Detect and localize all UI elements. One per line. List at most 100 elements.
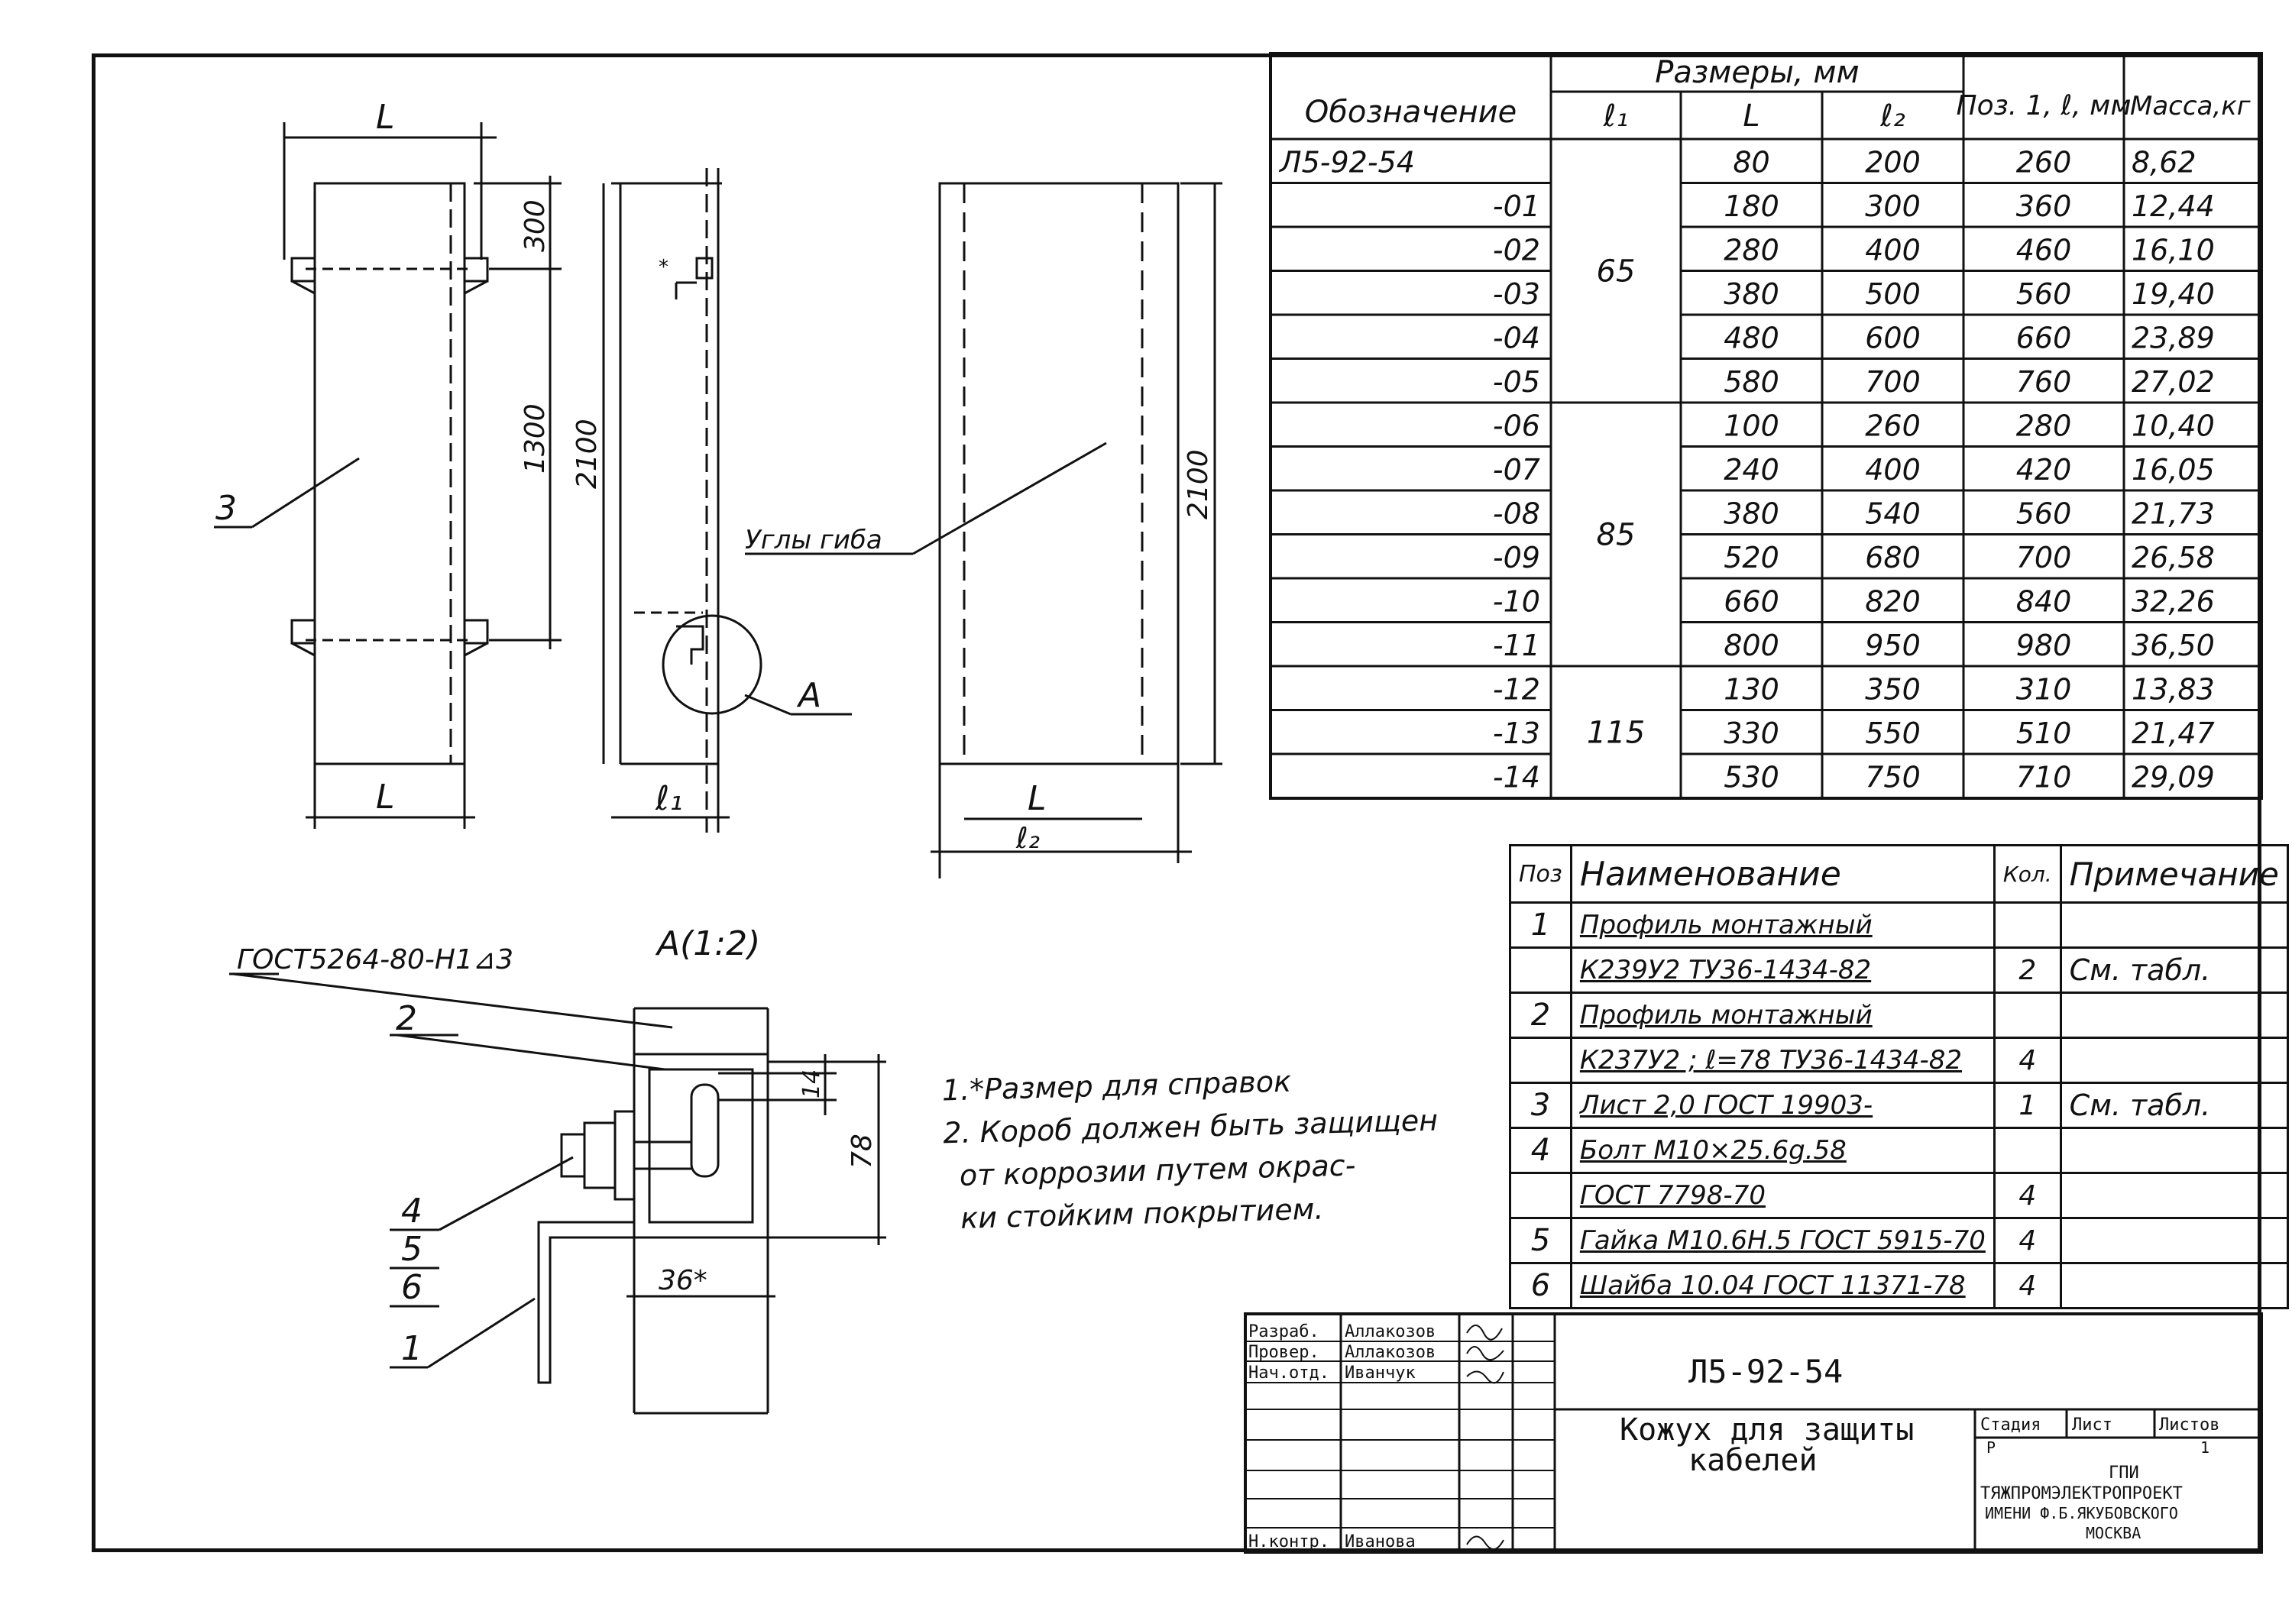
table-cell-l: 580 [1724, 365, 1779, 399]
tb-org-3: ИМЕНИ Ф.Б.ЯКУБОВСКОГО [1985, 1504, 2178, 1522]
parts-cell-qty: 4 [1993, 1172, 2062, 1219]
table-cell-l: 80 [1733, 146, 1769, 180]
table-cell-pos1: 360 [2016, 189, 2072, 223]
tb-name-3: Иванчук [1345, 1364, 1416, 1383]
parts-cell-pos [1509, 1172, 1572, 1219]
table-cell-designation: -04 [1493, 322, 1540, 355]
parts-cell-name: Профиль монтажный [1569, 992, 1996, 1039]
table-cell-pos1: 510 [2016, 717, 2072, 750]
table-cell-mass: 19,40 [2132, 277, 2215, 311]
table-cell-mass: 12,44 [2132, 189, 2215, 223]
parts-cell-pos: 5 [1509, 1217, 1572, 1264]
table-cell-designation: -05 [1493, 365, 1540, 399]
label-bends: Углы гиба [745, 525, 882, 555]
table-cell-l2: 300 [1865, 189, 1921, 223]
table-cell-designation: -01 [1493, 189, 1540, 223]
header-pos1: Поз. 1, ℓ, мм [1957, 90, 2132, 121]
parts-cell-pos [1509, 1037, 1572, 1084]
table-cell-pos1: 710 [2016, 761, 2072, 794]
callout-4: 4 [401, 1192, 422, 1231]
table-cell-designation: -14 [1493, 761, 1540, 794]
dim-1300: 1300 [520, 403, 551, 474]
header-dimensions: Размеры, мм [1655, 55, 1859, 90]
table-cell-pos1: 980 [2016, 629, 2072, 662]
tb-org-2: ТЯЖПРОМЭЛЕКТРОПРОЕКТ [1980, 1484, 2183, 1503]
parts-cell-name: Шайба 10.04 ГОСТ 11371-78 [1569, 1262, 1996, 1309]
table-cell-designation: -08 [1493, 497, 1540, 531]
parts-header-note: Примечание [2059, 844, 2289, 904]
tb-org-4: МОСКВА [2086, 1524, 2141, 1542]
callout-1: 1 [401, 1329, 422, 1368]
table-cell-l2: 700 [1865, 365, 1921, 399]
parts-header-name: Наименование [1569, 844, 1996, 904]
table-cell-pos1: 660 [2016, 322, 2072, 355]
table-cell-l: 280 [1724, 234, 1779, 267]
parts-cell-name: К237У2 ; ℓ=78 ТУ36-1434-82 [1569, 1037, 1996, 1084]
parts-cell-note [2059, 1217, 2289, 1264]
table-cell-l2: 680 [1865, 541, 1921, 574]
table-cell-l2: 500 [1865, 277, 1921, 311]
weld-symbol: ГОСТ5264-80-Н1⊿3 [237, 944, 513, 975]
table-cell-pos1: 260 [2016, 146, 2072, 180]
parts-cell-pos: 3 [1509, 1082, 1572, 1129]
table-cell-pos1: 420 [2016, 453, 2072, 487]
table-cell-mass: 8,62 [2132, 146, 2196, 180]
table-cell-pos1: 840 [2016, 585, 2072, 619]
parts-header-pos: Поз [1509, 844, 1572, 904]
parts-cell-pos: 6 [1509, 1262, 1572, 1309]
parts-cell-note [2059, 1037, 2289, 1084]
table-cell-l: 380 [1724, 497, 1779, 531]
tb-role-4: Н.контр. [1248, 1532, 1329, 1551]
table-cell-mass: 26,58 [2132, 541, 2215, 574]
table-cell-pos1: 760 [2016, 365, 2072, 399]
parts-cell-note [2059, 1262, 2289, 1309]
parts-cell-name: Болт М10×25.6g.58 [1569, 1127, 1996, 1174]
table-cell-l: 130 [1724, 673, 1779, 707]
table-cell-l: 660 [1724, 585, 1779, 619]
table-cell-designation: -03 [1493, 277, 1540, 311]
parts-cell-qty: 4 [1993, 1037, 2062, 1084]
table-cell-l: 380 [1724, 277, 1779, 311]
parts-cell-note [2059, 1172, 2289, 1219]
table-cell-mass: 27,02 [2132, 365, 2215, 399]
parts-cell-qty: 1 [1993, 1082, 2062, 1129]
parts-cell-name: Профиль монтажный [1569, 901, 1996, 949]
label-3: 3 [215, 489, 237, 528]
tb-stage-value: Р [1986, 1438, 1996, 1457]
tb-org-1: ГПИ [2109, 1464, 2139, 1483]
parts-cell-pos [1509, 946, 1572, 994]
callout-2: 2 [396, 999, 417, 1038]
dim-l-bottom: L [376, 778, 395, 817]
table-cell-l2: 200 [1865, 146, 1921, 180]
table-cell-l2: 400 [1865, 453, 1921, 487]
dim-l-top: L [376, 98, 395, 137]
tb-title-1: Кожух для защиты [1620, 1412, 1914, 1448]
mark-star: * [659, 256, 668, 279]
table-cell-l2: 750 [1865, 761, 1921, 794]
tb-role-3: Нач.отд. [1248, 1364, 1329, 1383]
table-cell-l1-group: 65 [1597, 254, 1636, 290]
tb-name-1: Аллакозов [1345, 1322, 1436, 1341]
table-cell-l2: 820 [1865, 585, 1921, 619]
table-cell-designation: -09 [1493, 541, 1540, 574]
table-cell-designation: -13 [1493, 717, 1540, 750]
tb-role-2: Провер. [1248, 1343, 1319, 1362]
dim-14: 14 [798, 1069, 825, 1098]
dim-l2: ℓ₂ [1015, 821, 1040, 855]
table-cell-l: 530 [1724, 761, 1779, 794]
parts-cell-note [2059, 1127, 2289, 1174]
table-cell-l1-group: 85 [1597, 518, 1636, 553]
dim-36: 36* [659, 1265, 707, 1296]
table-cell-designation: Л5-92-54 [1278, 146, 1415, 180]
table-cell-l2: 350 [1865, 673, 1921, 707]
dim-l1: ℓ₁ [655, 779, 683, 818]
table-cell-mass: 16,10 [2132, 234, 2215, 267]
parts-cell-qty [1993, 901, 2062, 949]
table-cell-l2: 600 [1865, 322, 1921, 355]
callout-5: 5 [401, 1230, 422, 1269]
